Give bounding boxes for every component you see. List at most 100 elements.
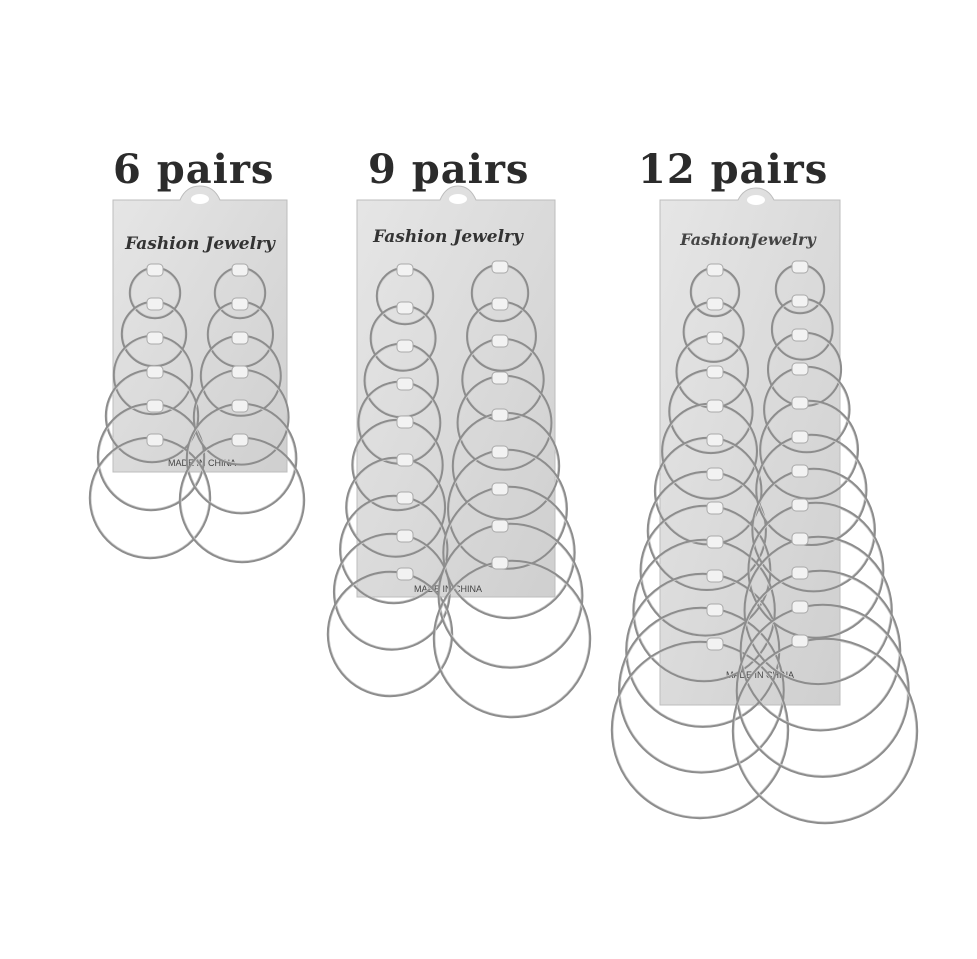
earring-back-clip xyxy=(396,377,414,391)
hoop-earring xyxy=(639,504,772,637)
display-card-12-pairs: FashionJewelry MADE IN CHINA xyxy=(610,187,919,825)
card-footer-6-pairs: MADE IN CHINA xyxy=(168,458,236,468)
earring-back-clip xyxy=(791,260,809,274)
card-footer-12-pairs: MADE IN CHINA xyxy=(726,670,794,680)
hoop-earrings-12-pairs xyxy=(610,260,919,825)
display-card-9-pairs: Fashion Jewelry MADE IN CHINA xyxy=(326,185,592,719)
earring-back-clip xyxy=(231,263,249,277)
hoop-earring-highlight xyxy=(753,469,874,591)
earring-back-clip xyxy=(491,556,509,570)
earring-back-clip xyxy=(146,399,164,413)
earring-back-clip xyxy=(706,399,724,413)
earring-back-clip xyxy=(146,297,164,311)
earring-back-clip xyxy=(791,362,809,376)
earring-back-clip xyxy=(491,371,509,385)
earring-back-clip xyxy=(396,339,414,353)
earring-back-clip xyxy=(791,600,809,614)
earring-back-clip xyxy=(491,482,509,496)
hoop-earring xyxy=(747,501,885,639)
earring-back-clip xyxy=(146,365,164,379)
card-title-12-pairs: FashionJewelry xyxy=(679,230,817,249)
earring-back-clip xyxy=(706,535,724,549)
earring-back-clip xyxy=(706,263,724,277)
hoop-earrings-6-pairs xyxy=(88,263,306,564)
earring-back-clip xyxy=(791,634,809,648)
earring-back-clip xyxy=(231,297,249,311)
earring-back-clip xyxy=(791,294,809,308)
hoop-earring xyxy=(743,535,893,686)
hoop-earrings-9-pairs xyxy=(326,260,592,719)
earring-back-clip xyxy=(231,365,249,379)
earring-back-clip xyxy=(491,445,509,459)
display-card-6-pairs: Fashion Jewelry MADE IN CHINA xyxy=(88,185,306,564)
earring-back-clip xyxy=(791,566,809,580)
bundle-label-12-pairs: 12 pairs xyxy=(638,146,829,193)
bundle-label-9-pairs: 9 pairs xyxy=(368,146,530,193)
earring-back-clip xyxy=(791,430,809,444)
hoop-earring xyxy=(437,522,584,669)
earring-back-clip xyxy=(706,569,724,583)
earring-back-clip xyxy=(146,263,164,277)
earring-back-clip xyxy=(396,491,414,505)
earring-back-clip xyxy=(231,433,249,447)
earring-back-clip xyxy=(706,501,724,515)
bundle-label-6-pairs: 6 pairs xyxy=(113,146,275,193)
hoop-earring-highlight xyxy=(749,503,883,637)
hoop-earring-highlight xyxy=(627,574,779,726)
card-title-6-pairs: Fashion Jewelry xyxy=(124,234,276,254)
hoop-earring xyxy=(759,399,860,500)
earring-back-clip xyxy=(491,297,509,311)
hoop-earring xyxy=(339,494,449,605)
earring-back-clip xyxy=(706,365,724,379)
hoop-earring-highlight xyxy=(612,642,788,818)
earring-back-clip xyxy=(231,331,249,345)
earring-back-clip xyxy=(706,467,724,481)
earring-back-clip xyxy=(396,567,414,581)
earring-back-clip xyxy=(396,529,414,543)
earring-back-clip xyxy=(231,399,249,413)
earring-back-clip xyxy=(491,519,509,533)
hoop-earring xyxy=(326,570,454,698)
earring-back-clip xyxy=(491,260,509,274)
earring-back-clip xyxy=(146,433,164,447)
hoop-earring-highlight xyxy=(444,487,574,618)
earring-back-clip xyxy=(791,532,809,546)
hoop-earring xyxy=(442,485,576,620)
earring-back-clip xyxy=(706,297,724,311)
hoop-earring xyxy=(632,538,776,683)
hoop-earring-highlight xyxy=(434,561,590,717)
earring-back-clip xyxy=(791,498,809,512)
earring-back-clip xyxy=(791,396,809,410)
card-title-9-pairs: Fashion Jewelry xyxy=(372,227,524,247)
earring-back-clip xyxy=(396,263,414,277)
hoop-earring xyxy=(751,467,876,593)
hoop-earring-highlight xyxy=(757,435,866,545)
hoop-earring-highlight xyxy=(634,540,774,681)
earring-back-clip xyxy=(396,301,414,315)
earring-back-clip xyxy=(706,331,724,345)
earring-back-clip xyxy=(396,415,414,429)
earring-back-clip xyxy=(396,453,414,467)
hoop-earring-highlight xyxy=(761,401,858,498)
hoop-earring xyxy=(731,637,919,825)
hoop-earring xyxy=(755,433,868,547)
earring-back-clip xyxy=(791,464,809,478)
hoop-earring-highlight xyxy=(341,496,447,603)
hoop-earring xyxy=(739,569,902,732)
earring-back-clip xyxy=(791,328,809,342)
hoop-earring-highlight xyxy=(733,639,917,823)
earring-back-clip xyxy=(146,331,164,345)
hoop-earring-highlight xyxy=(347,458,445,556)
hoop-earring xyxy=(432,559,592,719)
earring-back-clip xyxy=(706,433,724,447)
hoop-earring-highlight xyxy=(334,534,449,649)
earring-back-clip xyxy=(706,603,724,617)
hoop-earring xyxy=(610,640,790,820)
hoop-earring xyxy=(617,606,785,774)
earring-back-clip xyxy=(491,408,509,422)
hoop-earring-highlight xyxy=(439,524,582,667)
earring-back-clip xyxy=(491,334,509,348)
earring-back-clip xyxy=(706,637,724,651)
hoop-earring xyxy=(345,456,447,558)
